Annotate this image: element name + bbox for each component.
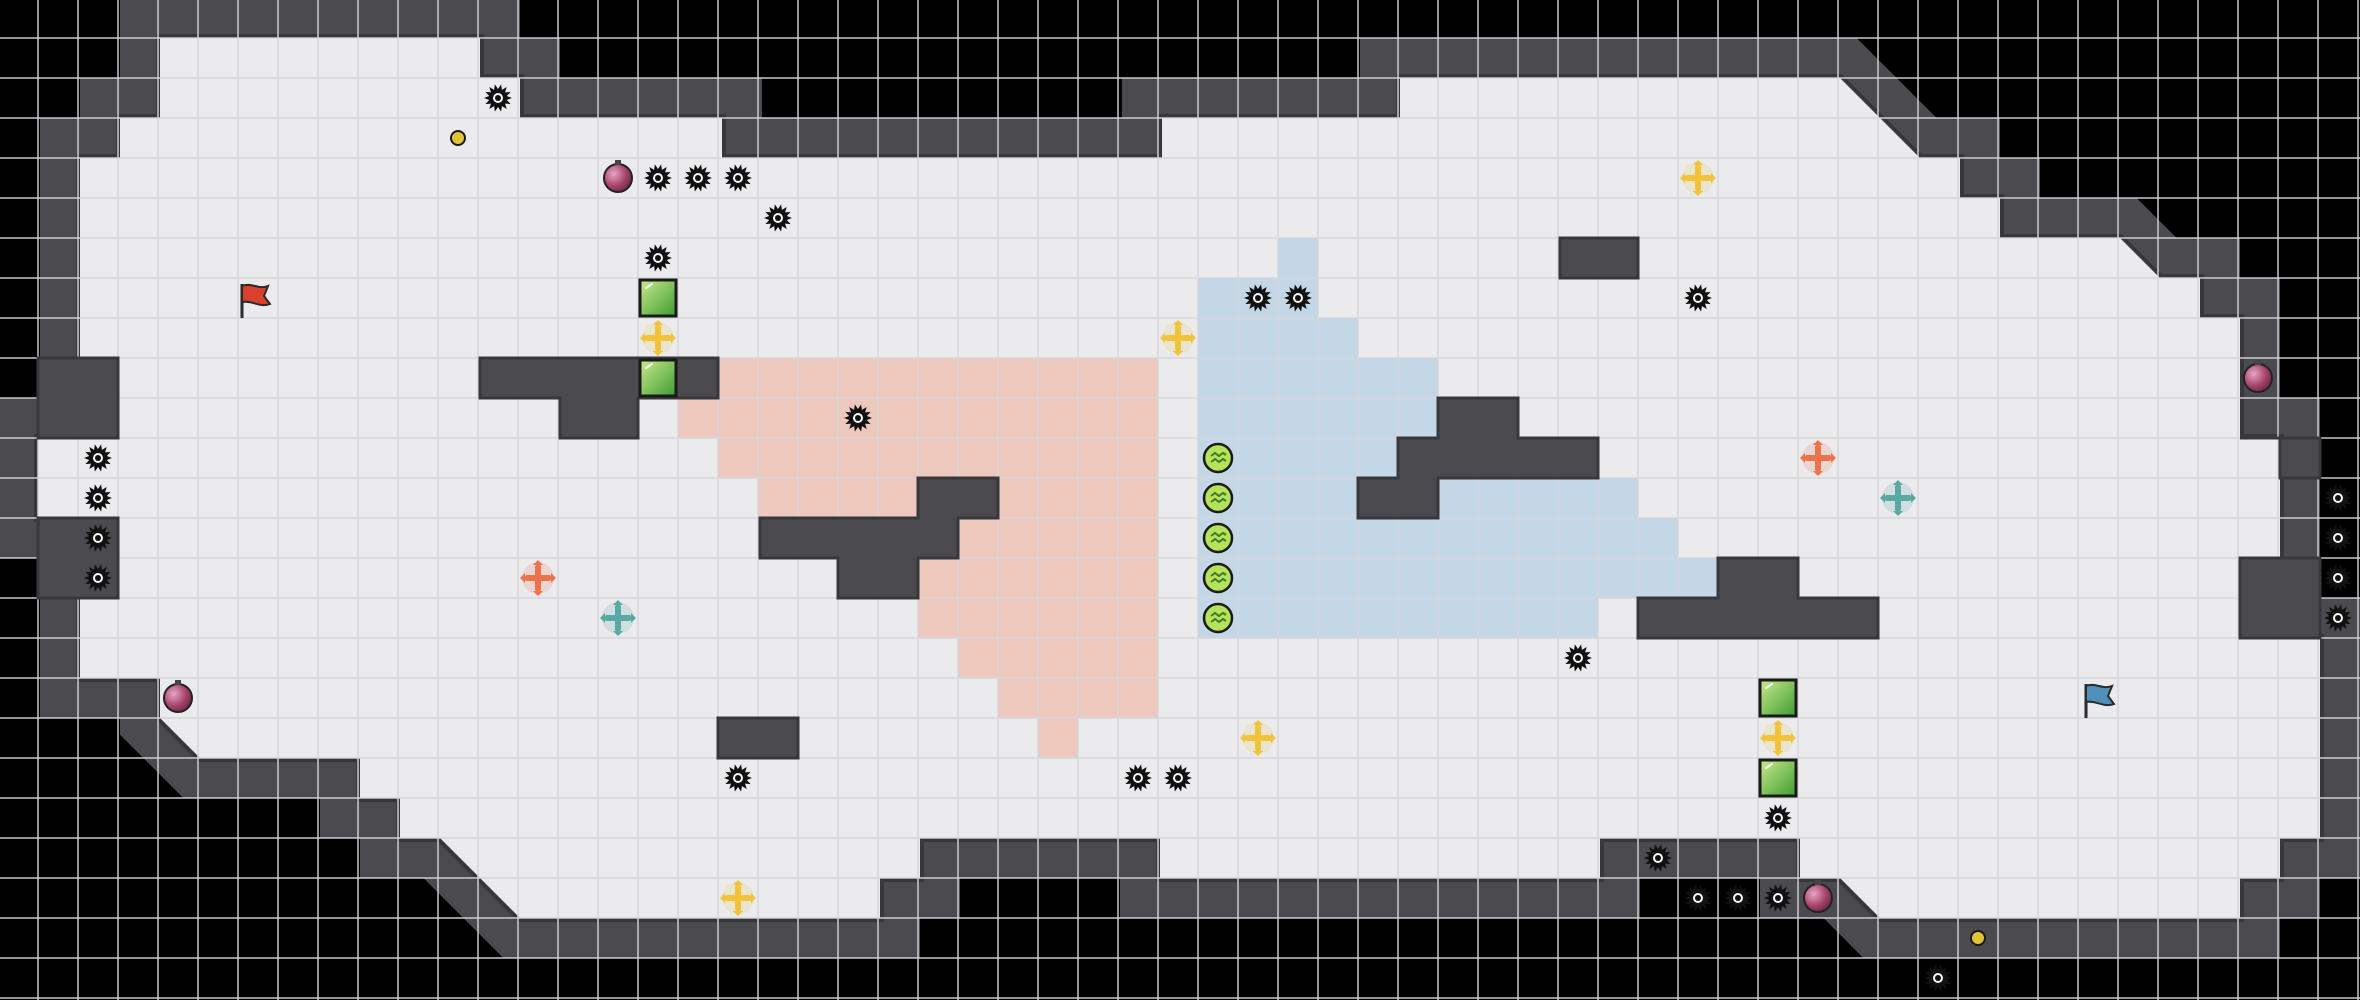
gate-icon: [1758, 758, 1798, 798]
teal-powerup-icon: [1880, 480, 1916, 516]
bomb-icon: [163, 680, 193, 713]
teal-powerup-icon: [600, 600, 636, 636]
spike-icon: [724, 164, 752, 192]
spike-icon: [844, 404, 872, 432]
spike-icon: [2324, 604, 2352, 632]
spike-icon: [1764, 884, 1792, 912]
spike-icon: [1724, 884, 1752, 912]
spike-icon: [764, 204, 792, 232]
spike-icon: [1284, 284, 1312, 312]
spike-icon: [644, 244, 672, 272]
bomb-icon: [603, 160, 633, 193]
spike-icon: [1924, 964, 1952, 992]
inner-wall-layer: [36, 236, 2322, 760]
spike-icon: [1164, 764, 1192, 792]
spike-icon: [2324, 484, 2352, 512]
token-icon: [450, 130, 466, 146]
bomb-icon: [1803, 880, 1833, 913]
speed-boost-icon: [1202, 442, 1234, 474]
yellow-powerup-icon: [1680, 160, 1716, 196]
yellow-powerup-icon: [640, 320, 676, 356]
spike-icon: [644, 164, 672, 192]
spike-icon: [1564, 644, 1592, 672]
yellow-powerup-icon: [1160, 320, 1196, 356]
spike-icon: [84, 444, 112, 472]
inner-wall-8: [2238, 556, 2322, 640]
spike-icon: [2324, 524, 2352, 552]
speed-boost-icon: [1202, 602, 1234, 634]
spike-icon: [84, 524, 112, 552]
spike-icon: [1644, 844, 1672, 872]
yellow-powerup-icon: [720, 880, 756, 916]
inner-wall-3: [36, 516, 120, 600]
red-flag-icon: [240, 283, 272, 318]
orange-powerup-icon: [1800, 440, 1836, 476]
inner-wall-10: [716, 716, 800, 760]
speed-boost-icon: [1202, 482, 1234, 514]
token-icon: [1970, 930, 1986, 946]
yellow-powerup-icon: [1240, 720, 1276, 756]
blue-flag-icon: [2084, 683, 2116, 718]
spike-icon: [1244, 284, 1272, 312]
spike-icon: [484, 84, 512, 112]
spike-icon: [684, 164, 712, 192]
gate-icon: [638, 358, 678, 398]
gate-icon: [1758, 678, 1798, 718]
spike-icon: [84, 564, 112, 592]
inner-wall-6: [1558, 236, 1640, 280]
inner-wall-4: [758, 476, 1000, 600]
spike-icon: [84, 484, 112, 512]
speed-boost-icon: [1202, 522, 1234, 554]
spike-icon: [1684, 884, 1712, 912]
inner-wall-9: [2240, 436, 2322, 480]
spike-icon: [724, 764, 752, 792]
gate-icon: [638, 278, 678, 318]
spike-icon: [1684, 284, 1712, 312]
spike-icon: [2324, 564, 2352, 592]
object-layer: [84, 84, 2352, 992]
spike-icon: [1764, 804, 1792, 832]
orange-powerup-icon: [520, 560, 556, 596]
bomb-icon: [2243, 360, 2273, 393]
speed-boost-icon: [1202, 562, 1234, 594]
spike-icon: [1124, 764, 1152, 792]
inner-wall-2: [36, 356, 120, 440]
inner-wall-7: [1636, 556, 1880, 640]
inner-wall-5: [1356, 396, 1600, 520]
yellow-powerup-icon: [1760, 720, 1796, 756]
